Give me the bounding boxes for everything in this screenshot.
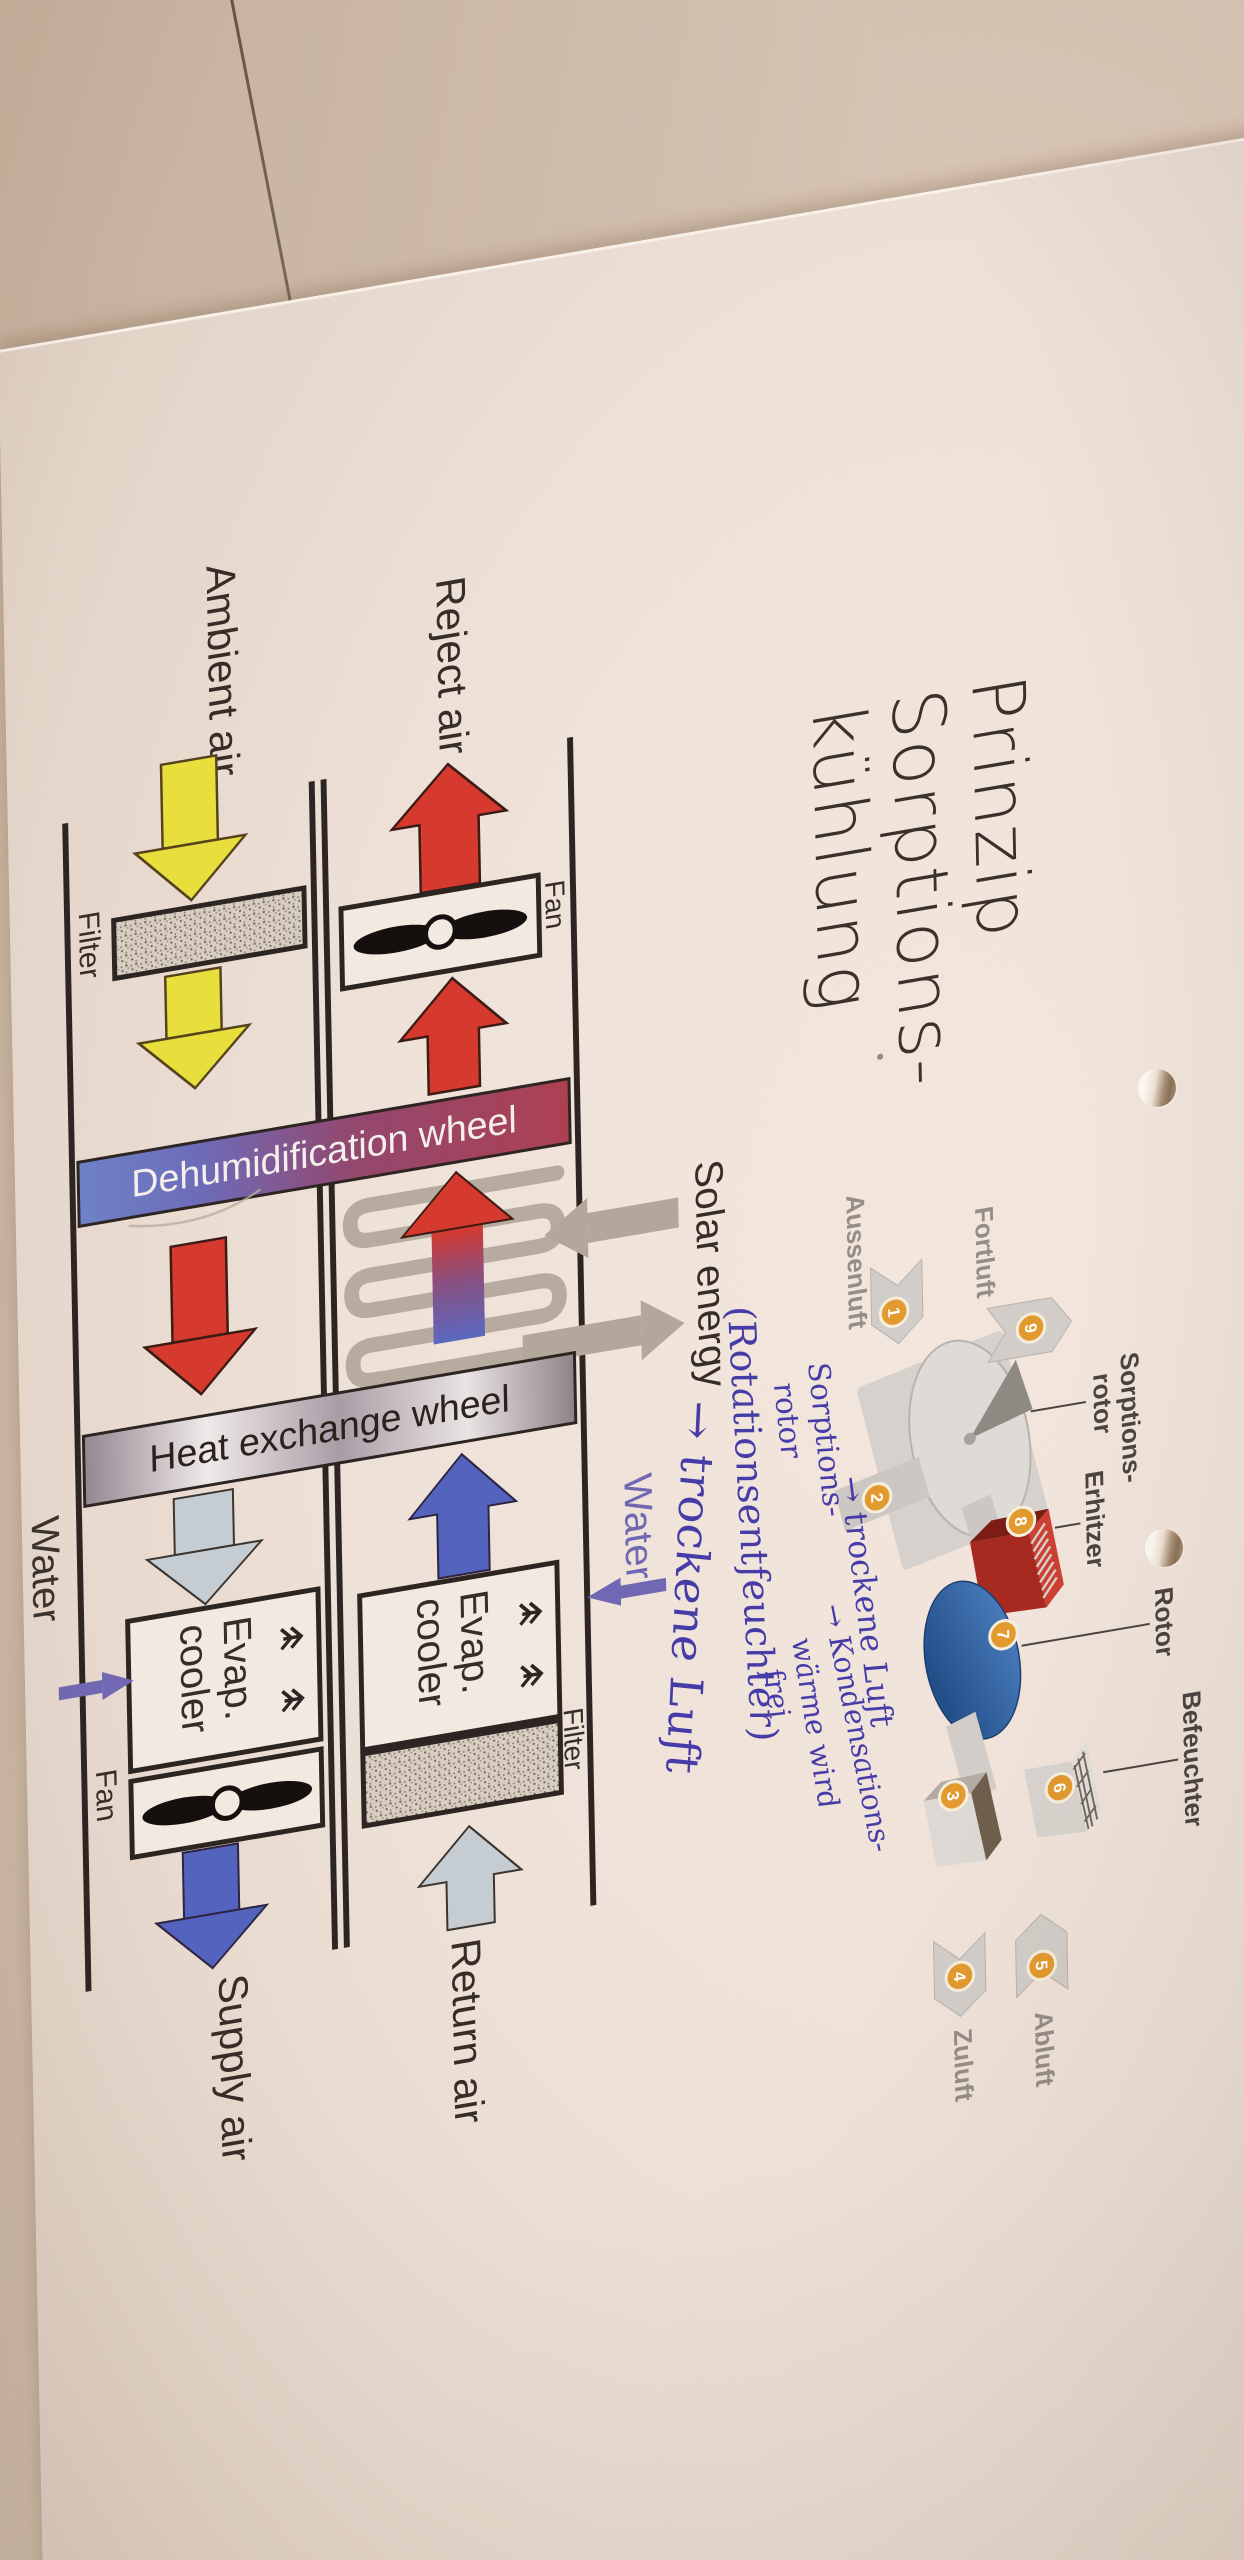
fan-propeller-icon-supply	[142, 1780, 313, 1826]
leader-lines	[1021, 1400, 1179, 1774]
regeneration-air-arrow-head	[399, 1170, 515, 1239]
evap-cooler-supply-box	[125, 1586, 324, 1775]
sorption-unit-3d-illustration: Sorptions- rotor Erhitzer Rotor Befeucht…	[834, 1192, 1209, 2104]
sorption-cooling-schematic: Reject air Ambient air Return air Supply…	[23, 560, 884, 2166]
ambient-air-label: Ambient air	[198, 560, 249, 780]
heat-exchange-wheel-band	[81, 1350, 578, 1509]
punch-hole-top	[1138, 1069, 1176, 1107]
rotor-label: Rotor	[1149, 1585, 1180, 1659]
note-frei: frei	[756, 1662, 797, 1724]
solar-energy-out-arrow	[522, 1300, 685, 1366]
fan-reject-label: Fan	[539, 878, 571, 931]
sorption-rotor-wedge	[969, 1359, 1033, 1439]
rotor-axis	[963, 1432, 976, 1445]
paper-scratch-mark	[128, 1188, 262, 1228]
note-rotationsentfeuchter: (Rotationsentfeuchter)	[719, 1301, 786, 1745]
abluft-label: Abluft	[1029, 2009, 1060, 2089]
evap-cooler-supply-line2: cooler	[171, 1621, 217, 1737]
badge-9-number: 9	[1021, 1322, 1040, 1335]
duct-walls	[62, 736, 597, 1992]
solar-energy-label: Solar energy	[686, 1157, 734, 1391]
ambient-air-arrow-2	[135, 966, 253, 1090]
hx-rotor-disc	[923, 1580, 1022, 1740]
badge-7-number: 7	[994, 1629, 1013, 1642]
ambient-air-arrow-1	[132, 754, 249, 902]
water-return-arrow	[587, 1577, 667, 1606]
return-air-label: Return air	[443, 1935, 493, 2127]
note-trockene-big: → trockene Luft	[655, 1398, 726, 1777]
hot-air-arrow-to-fan	[397, 976, 510, 1096]
badge-7: 7	[988, 1619, 1019, 1651]
zuluft-label: Zuluft	[948, 2026, 979, 2104]
page-title: Prinzip Sorptions- kühlung	[795, 669, 1045, 1094]
badge-4: 4	[944, 1960, 976, 1993]
badge-5: 5	[1026, 1949, 1058, 1982]
filter-supply-label: Filter	[72, 909, 106, 981]
badge-9: 9	[1015, 1312, 1047, 1344]
badge-2: 2	[861, 1482, 893, 1514]
solar-heating-coil	[342, 1165, 567, 1389]
return-air-arrow	[416, 1824, 524, 1932]
background-wall-corner-line	[229, 0, 295, 318]
numbered-badges: 1 9 2 8 7 6 3 5 4	[861, 1296, 1076, 1993]
badge-3-number: 3	[943, 1790, 962, 1803]
solar-energy-in-arrow	[544, 1197, 679, 1258]
cooled-air-arrow	[144, 1487, 265, 1606]
filter-supply-box	[111, 885, 308, 982]
filter-return-label: Filter	[558, 1705, 590, 1772]
erhitzer-label: Erhitzer	[1079, 1468, 1111, 1570]
badge-6: 6	[1044, 1771, 1076, 1804]
badge-8: 8	[1005, 1505, 1037, 1538]
printed-page: Prinzip Sorptions- kühlung Reject air Am…	[0, 130, 1244, 2560]
dehumidification-wheel-band	[76, 1076, 572, 1229]
sorptions-rotor-label-line1: Sorptions-	[1115, 1350, 1147, 1485]
fan-supply-label: Fan	[89, 1767, 123, 1824]
badge-6-number: 6	[1050, 1781, 1069, 1794]
fortluft-label: Fortluft	[969, 1204, 1000, 1300]
reject-air-arrow	[388, 762, 510, 895]
paper-speck	[877, 1053, 884, 1060]
handwritten-annotations: Sorptions- rotor → trockene Luft → Konde…	[655, 1301, 901, 1857]
regeneration-air-arrow-shaft	[431, 1223, 486, 1345]
evap-cooler-supply-line1: Evap.	[215, 1613, 260, 1723]
title-line-2: Sorptions-	[875, 683, 968, 1094]
evap-cooler-return-line2: cooler	[408, 1594, 454, 1710]
badge-5-number: 5	[1032, 1959, 1051, 1972]
reject-air-label: Reject air	[427, 573, 477, 758]
sorptions-rotor-label-line2: rotor	[1087, 1371, 1118, 1437]
cool-return-air-arrow	[407, 1452, 519, 1580]
filter-return-box	[360, 1717, 564, 1829]
badge-2-number: 2	[867, 1492, 886, 1505]
hot-dry-air-arrow	[141, 1236, 259, 1396]
water-supply-label: Water	[23, 1514, 68, 1627]
spray-nozzle-icons-supply	[279, 1626, 305, 1713]
title-line-1: Prinzip	[955, 669, 1045, 945]
badge-4-number: 4	[950, 1970, 969, 1983]
title-line-3: kühlung	[795, 697, 886, 1019]
punch-hole-bottom	[1145, 1529, 1183, 1567]
spray-nozzle-icons-return	[518, 1601, 544, 1688]
befeuchter-label: Befeuchter	[1177, 1688, 1209, 1829]
badge-8-number: 8	[1011, 1515, 1030, 1528]
supply-air-arrow	[153, 1842, 270, 1970]
evap-cooler-return-line1: Evap.	[452, 1587, 497, 1697]
water-return-label: Water	[616, 1471, 661, 1584]
aussenluft-label: Aussenluft	[840, 1192, 872, 1332]
water-supply-arrow	[58, 1671, 134, 1701]
evap-cooler-return-box	[357, 1559, 563, 1753]
badge-1: 1	[878, 1296, 910, 1328]
supply-air-label: Supply air	[210, 1971, 260, 2166]
fan-propeller-icon	[353, 909, 528, 955]
note-rotor: rotor	[766, 1378, 809, 1464]
page-content: Prinzip Sorptions- kühlung Reject air Am…	[23, 560, 1209, 2166]
badge-1-number: 1	[884, 1306, 903, 1319]
badge-3: 3	[938, 1780, 969, 1812]
